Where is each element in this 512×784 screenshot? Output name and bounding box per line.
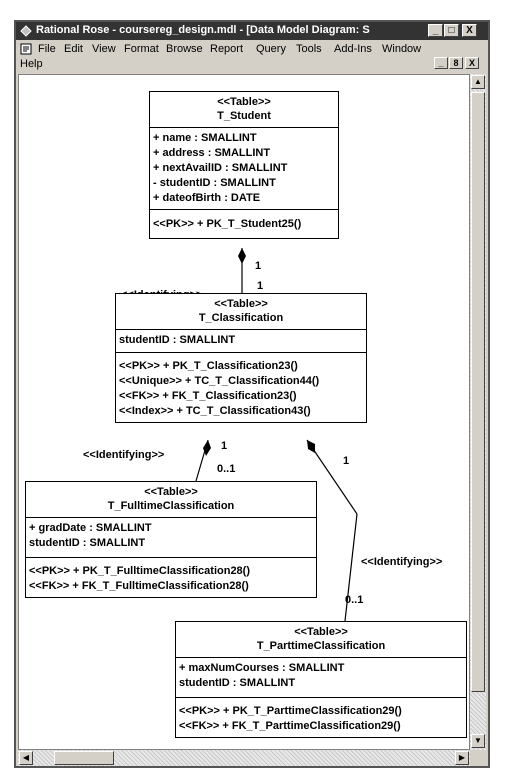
stereotype: <<Table>> (294, 626, 348, 638)
attribute: studentID : SMALLINT (119, 334, 236, 346)
composition-diamond-icon (238, 248, 246, 264)
relationship-lines (195, 248, 358, 622)
menu-report[interactable]: Report (210, 43, 244, 55)
attributes-section: + gradDate : SMALLINT studentID : SMALLI… (26, 518, 316, 558)
menu-bar: File Edit View Format Browse Report Quer… (16, 40, 488, 72)
attributes-section: studentID : SMALLINT (116, 330, 366, 353)
menu-edit[interactable]: Edit (64, 43, 83, 55)
class-header: <<Table>> T_Classification (116, 294, 366, 330)
window-title: Rational Rose - coursereg_design.mdl - [… (36, 24, 370, 36)
multiplicity-label: 1 (257, 280, 264, 292)
attribute: + nextAvailID : SMALLINT (153, 162, 288, 174)
close-button[interactable]: X (462, 24, 477, 37)
app-window: Rational Rose - coursereg_design.mdl - [… (14, 20, 490, 768)
attribute: + name : SMALLINT (153, 132, 257, 144)
class-name: T_Student (217, 110, 271, 122)
title-bar[interactable]: Rational Rose - coursereg_design.mdl - [… (16, 22, 488, 40)
multiplicity-label: 1 (343, 455, 350, 467)
menu-tools[interactable]: Tools (296, 43, 322, 55)
horizontal-scroll-thumb[interactable] (54, 751, 114, 765)
document-icon[interactable] (20, 43, 32, 55)
attribute: + address : SMALLINT (153, 147, 271, 159)
operation: <<PK>> + PK_T_FulltimeClassification28() (29, 565, 250, 577)
operation: <<Unique>> + TC_T_Classification44() (119, 375, 320, 387)
menu-format[interactable]: Format (124, 43, 159, 55)
composition-diamond-icon (203, 440, 211, 456)
scroll-left-arrow-icon[interactable]: ◀ (19, 751, 33, 765)
attribute: studentID : SMALLINT (179, 677, 296, 689)
attribute: + gradDate : SMALLINT (29, 522, 152, 534)
class-header: <<Table>> T_Student (150, 92, 338, 128)
operation: <<FK>> + FK_T_ParttimeClassification29() (179, 720, 401, 732)
attribute: + maxNumCourses : SMALLINT (179, 662, 345, 674)
operation: <<PK>> + PK_T_ParttimeClassification29() (179, 705, 402, 717)
scroll-up-arrow-icon[interactable]: ▲ (471, 75, 485, 89)
multiplicity-label: 1 (221, 440, 228, 452)
operation: <<FK>> + FK_T_FulltimeClassification28() (29, 580, 249, 592)
minimize-button[interactable]: _ (428, 24, 443, 37)
size-grip[interactable] (470, 750, 486, 766)
operation: <<PK>> + PK_T_Classification23() (119, 360, 298, 372)
menu-help[interactable]: Help (20, 58, 43, 70)
attribute: studentID : SMALLINT (29, 537, 146, 549)
composition-diamond-icon (307, 440, 315, 453)
attribute: - studentID : SMALLINT (153, 177, 276, 189)
class-header: <<Table>> T_ParttimeClassification (176, 622, 466, 658)
stereotype: <<Table>> (214, 298, 268, 310)
attributes-section: + name : SMALLINT + address : SMALLINT +… (150, 128, 338, 210)
operation: <<Index>> + TC_T_Classification43() (119, 405, 311, 417)
attribute: + dateofBirth : DATE (153, 192, 261, 204)
menu-file[interactable]: File (38, 43, 56, 55)
table-t-fulltime-classification[interactable]: <<Table>> T_FulltimeClassification + gra… (25, 481, 317, 598)
class-header: <<Table>> T_FulltimeClassification (26, 482, 316, 518)
operations-section: <<PK>> + PK_T_ParttimeClassification29()… (176, 698, 466, 737)
relationship-stereotype: <<Identifying>> (83, 449, 165, 461)
stereotype: <<Table>> (144, 486, 198, 498)
class-name: T_ParttimeClassification (256, 640, 386, 652)
mdi-minimize-button[interactable]: _ (434, 57, 448, 69)
multiplicity-label: 1 (255, 260, 262, 272)
operations-section: <<PK>> + PK_T_FulltimeClassification28()… (26, 558, 316, 597)
menu-window[interactable]: Window (382, 43, 422, 55)
table-t-classification[interactable]: <<Table>> T_Classification studentID : S… (115, 293, 367, 423)
attributes-section: + maxNumCourses : SMALLINT studentID : S… (176, 658, 466, 698)
menu-add-ins[interactable]: Add-Ins (334, 43, 372, 55)
stereotype: <<Table>> (217, 96, 271, 108)
multiplicity-label: 0..1 (345, 594, 364, 606)
mdi-restore-button[interactable]: 8 (449, 57, 463, 69)
class-name: T_FulltimeClassification (107, 500, 235, 512)
maximize-button[interactable]: □ (444, 24, 459, 37)
relationship-line-parttime[interactable] (306, 439, 358, 515)
multiplicity-label: 0..1 (217, 463, 236, 475)
rational-rose-icon (20, 25, 32, 37)
scroll-right-arrow-icon[interactable]: ▶ (455, 751, 469, 765)
scroll-down-arrow-icon[interactable]: ▼ (471, 734, 485, 748)
operation: <<PK>> + PK_T_Student25() (153, 218, 302, 230)
relationship-stereotype: <<Identifying>> (361, 556, 443, 568)
menu-browse[interactable]: Browse (166, 43, 203, 55)
class-name: T_Classification (198, 312, 284, 324)
relationship-line-parttime-segment[interactable] (344, 513, 358, 622)
mdi-close-button[interactable]: X (465, 57, 479, 69)
operation: <<FK>> + FK_T_Classification23() (119, 390, 297, 402)
menu-view[interactable]: View (92, 43, 116, 55)
operations-section: <<PK>> + PK_T_Student25() (150, 210, 338, 238)
menu-query[interactable]: Query (256, 43, 286, 55)
table-t-student[interactable]: <<Table>> T_Student + name : SMALLINT + … (149, 91, 339, 239)
operations-section: <<PK>> + PK_T_Classification23() <<Uniqu… (116, 353, 366, 422)
table-t-parttime-classification[interactable]: <<Table>> T_ParttimeClassification + max… (175, 621, 467, 738)
vertical-scroll-thumb[interactable] (471, 92, 485, 692)
diagram-canvas[interactable]: <<Table>> T_Student + name : SMALLINT + … (18, 74, 470, 750)
horizontal-scrollbar[interactable] (18, 750, 470, 766)
